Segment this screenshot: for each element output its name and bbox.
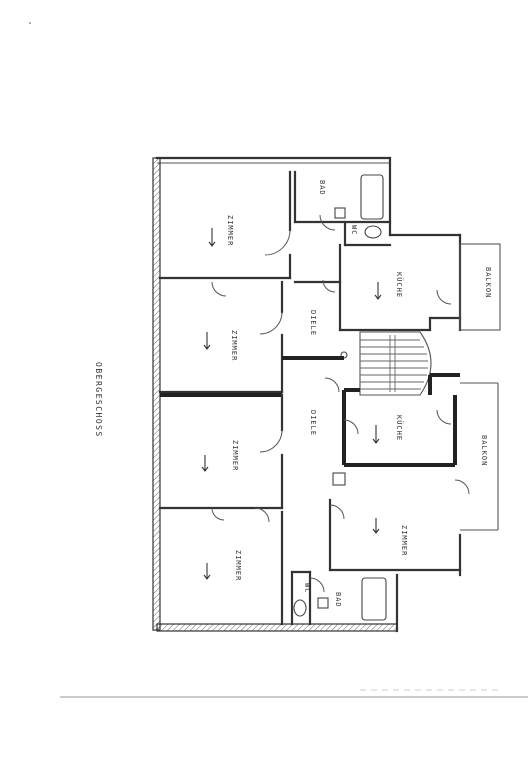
label-bad-top: BAD	[318, 180, 326, 196]
room-zimmer-5: ZIMMER	[328, 498, 462, 577]
label-bad-bottom: BAD	[334, 592, 342, 608]
label-diele-bottom: DIELE	[309, 410, 317, 436]
toilet-top	[364, 225, 382, 239]
sink-top	[334, 207, 346, 219]
label-zimmer-3: ZIMMER	[231, 440, 239, 471]
label-zimmer-2: ZIMMER	[230, 330, 238, 361]
balcony-top: BALKON	[459, 243, 501, 331]
label-diele-top: DIELE	[309, 310, 317, 336]
label-balkon-top: BALKON	[484, 267, 492, 298]
room-zimmer-3: ZIMMER	[158, 393, 284, 510]
bathtub-top	[360, 174, 384, 220]
scan-speck	[29, 22, 31, 24]
room-zimmer-1: ZIMMER	[158, 170, 292, 280]
sink-bottom	[317, 597, 329, 609]
balcony-bottom: BALKON	[454, 382, 499, 531]
label-wc-bottom: WC	[303, 583, 311, 593]
kitchen-bottom: KÜCHE	[332, 373, 460, 486]
label-zimmer-5: ZIMMER	[400, 525, 408, 556]
hall-bottom: DIELE	[309, 377, 340, 436]
floor-caption: OBERGESCHOSS	[94, 362, 103, 438]
label-kueche-top: KÜCHE	[395, 272, 404, 298]
outer-walls	[152, 156, 462, 633]
bathtub-bottom	[361, 577, 387, 621]
bath-block-bottom: WC BAD	[290, 570, 387, 626]
room-zimmer-2: ZIMMER	[158, 280, 284, 394]
label-balkon-bottom: BALKON	[480, 435, 488, 466]
label-zimmer-4: ZIMMER	[234, 550, 242, 581]
chimney-bottom	[332, 472, 346, 486]
stairwell	[282, 331, 432, 396]
hall-top: DIELE	[293, 279, 342, 336]
label-zimmer-1: ZIMMER	[226, 215, 234, 246]
kitchen-top: KÜCHE	[338, 243, 462, 332]
label-wc-top: WC	[350, 225, 358, 235]
toilet-bottom	[293, 599, 307, 617]
room-zimmer-4: ZIMMER	[203, 507, 284, 626]
label-kueche-bottom: KÜCHE	[395, 415, 404, 441]
bath-block-top: BAD WC	[293, 170, 392, 247]
